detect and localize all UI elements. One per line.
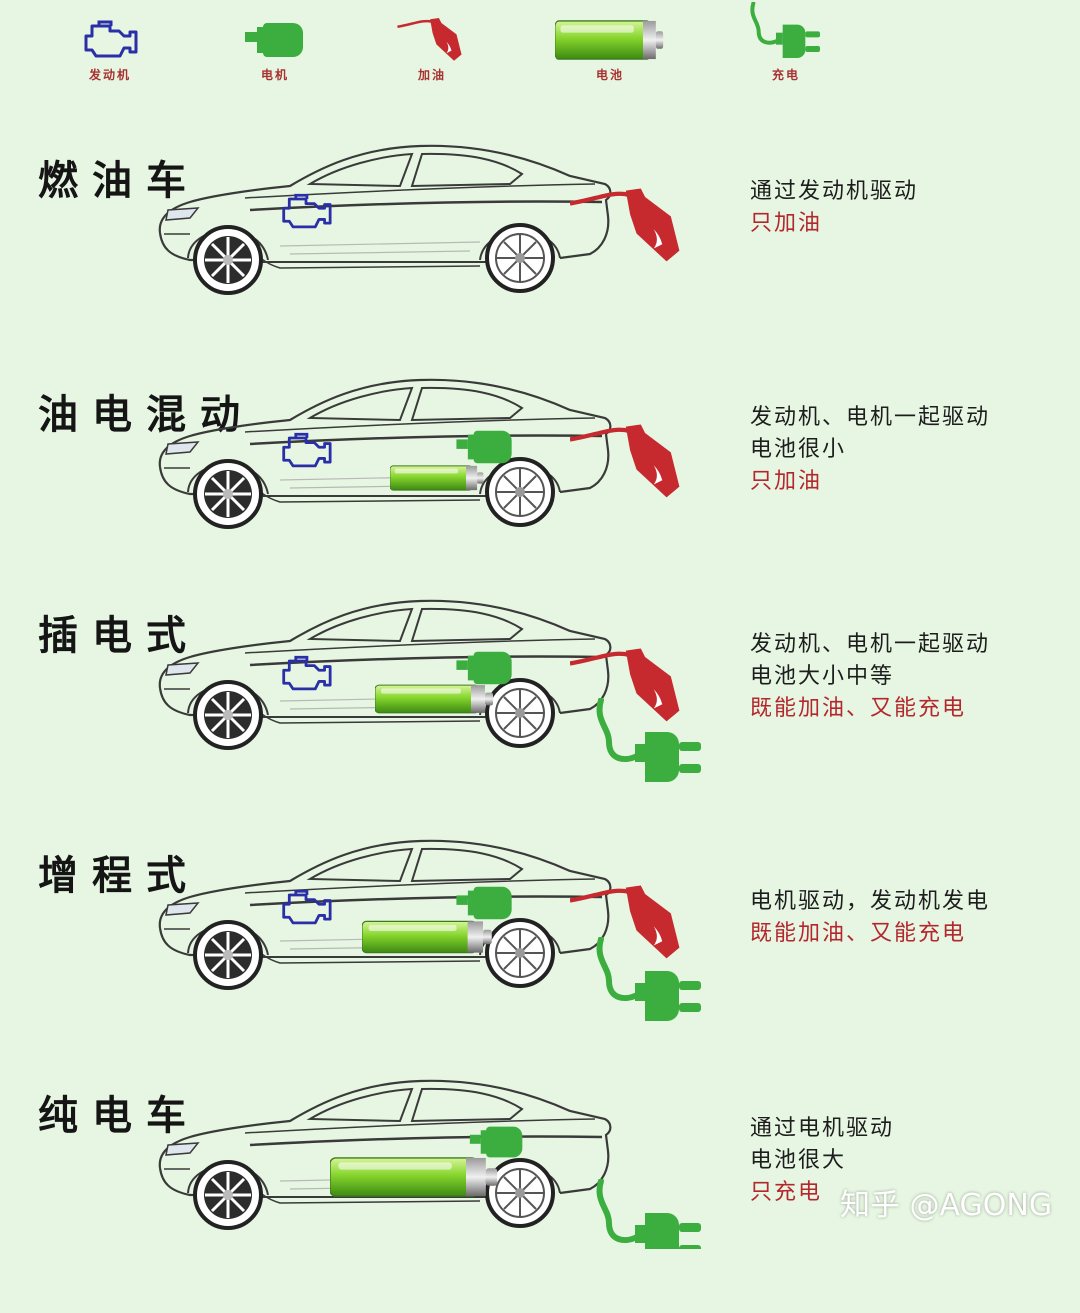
motor-icon bbox=[469, 1126, 523, 1158]
description-line: 电池很大 bbox=[750, 1148, 847, 1173]
plug-icon bbox=[600, 939, 701, 1021]
section-electric-car: 纯电车 通过电机驱动 电池很大 只充电 bbox=[0, 1078, 1080, 1313]
battery-icon bbox=[375, 684, 494, 714]
legend-battery: 电池 bbox=[540, 18, 680, 83]
legend-charge-label: 充电 bbox=[771, 68, 800, 82]
fuel-nozzle-icon bbox=[570, 424, 679, 497]
section-title: 插电式 bbox=[38, 613, 200, 659]
battery-icon bbox=[555, 18, 665, 62]
motor-icon bbox=[456, 886, 512, 920]
legend-charge: 充电 bbox=[716, 18, 856, 83]
car-illustration bbox=[157, 377, 710, 529]
description-line: 电池大小中等 bbox=[750, 664, 895, 689]
description-line: 只加油 bbox=[750, 469, 823, 494]
description-line: 通过发动机驱动 bbox=[750, 179, 919, 204]
section-title: 燃油车 bbox=[38, 158, 200, 204]
legend: 发动机 电机 加油 电池 充电 bbox=[0, 0, 1080, 110]
description-line: 既能加油、又能充电 bbox=[750, 696, 967, 721]
engine-icon bbox=[282, 432, 332, 468]
battery-icon bbox=[390, 465, 484, 491]
engine-icon bbox=[282, 193, 332, 229]
section-title: 增程式 bbox=[38, 853, 200, 899]
section-description: 发动机、电机一起驱动 电池很小 只加油 bbox=[750, 402, 990, 498]
engine-icon bbox=[282, 889, 332, 925]
description-line: 发动机、电机一起驱动 bbox=[750, 632, 991, 657]
section-range-extender: 增程式 电机驱动，发动机发电 既能加油、又能充电 bbox=[0, 838, 1080, 1073]
section-title: 油电混动 bbox=[38, 392, 254, 438]
plug-icon bbox=[600, 1181, 701, 1249]
description-line: 只充电 bbox=[750, 1180, 823, 1205]
description-line: 发动机、电机一起驱动 bbox=[750, 405, 991, 430]
description-line: 既能加油、又能充电 bbox=[750, 921, 967, 946]
car-illustration bbox=[157, 598, 720, 793]
battery-icon bbox=[362, 920, 493, 954]
description-line: 只加油 bbox=[750, 211, 823, 236]
fuel-nozzle-icon bbox=[382, 18, 482, 62]
car-illustration bbox=[157, 1078, 720, 1249]
legend-engine: 发动机 bbox=[40, 18, 180, 83]
section-title: 纯电车 bbox=[38, 1093, 200, 1139]
legend-engine-label: 发动机 bbox=[88, 68, 131, 82]
legend-fuel-label: 加油 bbox=[417, 68, 446, 82]
fuel-nozzle-icon bbox=[570, 885, 679, 958]
description-line: 电池很小 bbox=[750, 437, 847, 462]
engine-icon bbox=[82, 18, 138, 62]
section-fuel-car: 燃油车 通过发动机驱动 只加油 bbox=[0, 143, 1080, 378]
plug-icon bbox=[600, 700, 701, 782]
section-description: 通过发动机驱动 只加油 bbox=[750, 176, 918, 240]
description-line: 通过电机驱动 bbox=[750, 1116, 895, 1141]
battery-icon bbox=[330, 1157, 498, 1197]
description-line: 电机驱动，发动机发电 bbox=[750, 889, 991, 914]
section-description: 电机驱动，发动机发电 既能加油、又能充电 bbox=[750, 886, 990, 950]
fuel-nozzle-icon bbox=[570, 188, 679, 261]
section-description: 发动机、电机一起驱动 电池大小中等 既能加油、又能充电 bbox=[750, 629, 990, 725]
legend-motor-label: 电机 bbox=[260, 68, 289, 82]
watermark: 知乎 @AGONG bbox=[840, 1188, 1053, 1223]
section-hybrid: 油电混动 发动机、电机一起驱动 电池很小 只加油 bbox=[0, 377, 1080, 612]
section-description: 通过电机驱动 电池很大 只充电 bbox=[750, 1113, 894, 1209]
section-plugin-hybrid: 插电式 发动机、电机一起驱动 电池大小中等 既能加油、又能充电 bbox=[0, 598, 1080, 833]
legend-motor: 电机 bbox=[205, 18, 345, 83]
car-illustration bbox=[157, 143, 710, 295]
legend-fuel: 加油 bbox=[362, 18, 502, 83]
legend-battery-label: 电池 bbox=[595, 68, 624, 82]
car-illustration bbox=[157, 838, 720, 1033]
motor-icon bbox=[245, 18, 305, 62]
plug-icon bbox=[744, 2, 828, 62]
